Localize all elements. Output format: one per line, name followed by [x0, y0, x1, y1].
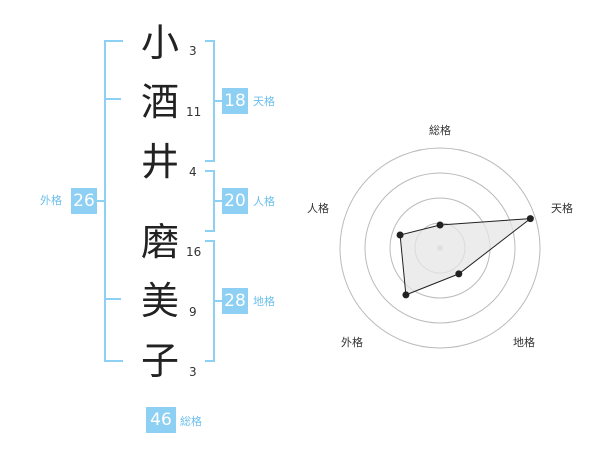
radar-point-2 — [526, 215, 534, 223]
gaikaku-label: 外格 — [40, 194, 62, 207]
chikaku-label: 地格 — [253, 295, 275, 308]
chikaku-badge: 28 — [222, 288, 248, 314]
name-char-5: 美 — [141, 279, 180, 323]
jinkaku-bracket — [205, 170, 215, 232]
name-char-1: 小 — [141, 21, 180, 65]
soukaku-badge: 46 — [146, 407, 176, 433]
stroke-count-1: 3 — [189, 44, 197, 58]
tenkaku-connector — [215, 100, 222, 102]
gaikaku-tick-top — [104, 98, 121, 100]
radar-ring — [339, 147, 541, 349]
radar-point-3 — [455, 270, 463, 278]
name-char-6: 子 — [141, 339, 180, 383]
stroke-count-4: 16 — [186, 245, 202, 259]
soukaku-label: 総格 — [180, 415, 202, 428]
name-char-4: 磨 — [141, 220, 180, 264]
stroke-count-5: 9 — [189, 305, 197, 319]
gaikaku-badge: 26 — [71, 188, 97, 214]
radar-ring — [364, 172, 516, 324]
tenkaku-badge: 18 — [222, 88, 248, 114]
chikaku-connector — [215, 300, 222, 302]
axis-label-chikaku: 地格 — [513, 335, 535, 349]
tenkaku-bracket — [205, 40, 215, 162]
axis-label-jinkaku: 人格 — [307, 201, 329, 215]
axis-label-gaikaku: 外格 — [341, 335, 363, 349]
radar-point-1 — [436, 221, 444, 229]
jinkaku-label: 人格 — [253, 195, 275, 208]
axis-label-soukaku: 総格 — [429, 123, 451, 137]
stroke-count-6: 3 — [189, 365, 197, 379]
gaikaku-bracket — [104, 40, 123, 362]
jinkaku-badge: 20 — [222, 188, 248, 214]
axis-label-tenkaku: 天格 — [551, 201, 573, 215]
name-char-2: 酒 — [141, 80, 180, 124]
radar-point-5 — [396, 231, 404, 239]
stroke-count-3: 4 — [189, 165, 197, 179]
tenkaku-label: 天格 — [253, 95, 275, 108]
name-char-3: 井 — [141, 140, 180, 184]
gaikaku-tick-bottom — [104, 298, 121, 300]
gaikaku-connector — [97, 200, 104, 202]
radar-value-polygon — [399, 217, 533, 296]
chikaku-bracket — [205, 240, 215, 362]
radar-point-4 — [402, 291, 410, 299]
stroke-count-2: 11 — [186, 105, 202, 119]
jinkaku-connector — [215, 200, 222, 202]
